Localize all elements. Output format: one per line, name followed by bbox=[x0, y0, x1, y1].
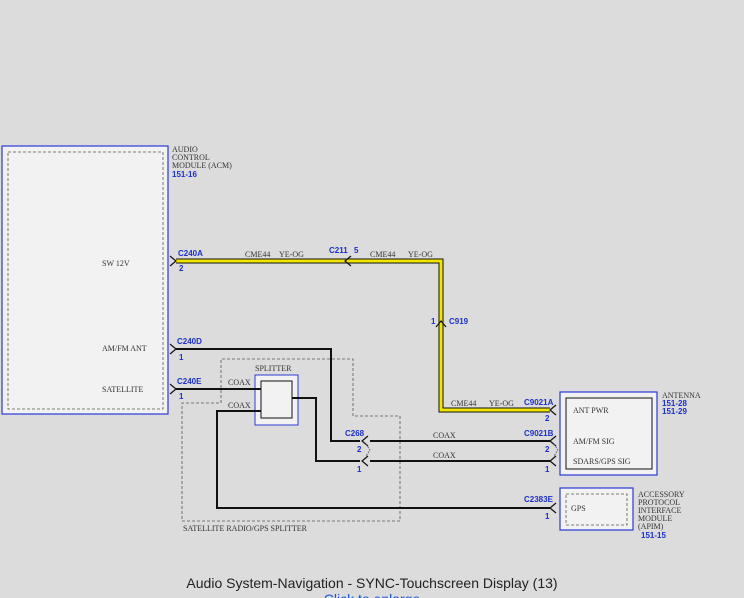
apim-name-line-5: (APIM) bbox=[638, 522, 664, 531]
c919-pin: 1 bbox=[431, 317, 436, 326]
c211-pin: 5 bbox=[354, 246, 359, 255]
wire-circuit-2: CME44 bbox=[370, 250, 395, 259]
apim-name-line-3: INTERFACE bbox=[638, 506, 682, 515]
splitter-coax-out: COAX bbox=[228, 401, 251, 410]
wire-color-2: YE-OG bbox=[408, 250, 433, 259]
connector-c240d[interactable]: C240D 1 bbox=[169, 337, 202, 362]
acm-name-line-3: MODULE (ACM) bbox=[172, 161, 232, 170]
antenna-module: ANTENNA 151-28 151-29 ANT PWR AM/FM SIG … bbox=[559, 391, 701, 476]
splitter-group: SATELLITE RADIO/GPS SPLITTER SPLITTER CO… bbox=[181, 358, 401, 533]
coax-label-1: COAX bbox=[433, 431, 456, 440]
splitter-coax-in: COAX bbox=[228, 378, 251, 387]
antenna-name: ANTENNA bbox=[662, 391, 701, 400]
c268-label: C268 bbox=[345, 429, 365, 438]
apim-name-line-1: ACCESSORY bbox=[638, 490, 685, 499]
c240e-pin: 1 bbox=[179, 392, 184, 401]
c240d-pin: 1 bbox=[179, 353, 184, 362]
acm-pin-sw12v: SW 12V bbox=[102, 259, 130, 268]
c211-label: C211 bbox=[329, 246, 348, 255]
c240d-label: C240D bbox=[177, 337, 202, 346]
c240a-pin: 2 bbox=[179, 264, 184, 273]
c268-pin-top: 2 bbox=[357, 445, 362, 454]
apim-module: GPS ACCESSORY PROTOCOL INTERFACE MODULE … bbox=[559, 487, 685, 540]
connector-c240e[interactable]: C240E 1 bbox=[169, 377, 202, 401]
wire-color-3: YE-OG bbox=[489, 399, 514, 408]
c268-pin-bottom: 1 bbox=[357, 465, 362, 474]
c9021a-label: C9021A bbox=[524, 398, 554, 407]
wiring-diagram: AUDIO CONTROL MODULE (ACM) 151-16 SW 12V… bbox=[1, 145, 701, 540]
splitter-group-label: SATELLITE RADIO/GPS SPLITTER bbox=[183, 524, 308, 533]
acm-pin-satellite: SATELLITE bbox=[102, 385, 143, 394]
wire-circuit-1: CME44 bbox=[245, 250, 270, 259]
c2383e-pin: 1 bbox=[545, 512, 550, 521]
connector-c9021b[interactable]: C9021B 2 1 bbox=[524, 429, 559, 474]
antenna-pin-sdars: SDARS/GPS SIG bbox=[573, 457, 631, 466]
acm-name-line-1: AUDIO bbox=[172, 145, 198, 154]
amfm-wire bbox=[176, 348, 360, 442]
splitter-name: SPLITTER bbox=[255, 364, 292, 373]
acm-pin-amfm: AM/FM ANT bbox=[102, 344, 147, 353]
c9021b-label: C9021B bbox=[524, 429, 554, 438]
antenna-pin-amfm: AM/FM SIG bbox=[573, 437, 615, 446]
connector-c240a[interactable]: C240A 2 bbox=[169, 249, 203, 273]
antenna-ref-2[interactable]: 151-29 bbox=[662, 407, 687, 416]
acm-name-line-2: CONTROL bbox=[172, 153, 210, 162]
sdars-wire bbox=[292, 397, 360, 462]
connector-c211[interactable]: C211 5 bbox=[329, 246, 359, 267]
enlarge-link[interactable]: Click to enlarge bbox=[0, 592, 744, 598]
c240a-label: C240A bbox=[178, 249, 203, 258]
antenna-ref-1[interactable]: 151-28 bbox=[662, 399, 687, 408]
acm-module: AUDIO CONTROL MODULE (ACM) 151-16 SW 12V… bbox=[1, 145, 232, 415]
apim-name-line-2: PROTOCOL bbox=[638, 498, 680, 507]
acm-ref[interactable]: 151-16 bbox=[172, 170, 197, 179]
c9021a-pin: 2 bbox=[545, 414, 550, 423]
connector-c2383e[interactable]: C2383E 1 bbox=[524, 495, 557, 521]
apim-pin-gps: GPS bbox=[571, 504, 586, 513]
c240e-label: C240E bbox=[177, 377, 202, 386]
apim-name-line-4: MODULE bbox=[638, 514, 672, 523]
gps-wire bbox=[216, 410, 550, 509]
connector-c268[interactable]: C268 2 1 bbox=[345, 429, 371, 474]
power-wire bbox=[176, 258, 550, 413]
connector-c919[interactable]: 1 C919 bbox=[431, 317, 469, 328]
wire-color-1: YE-OG bbox=[279, 250, 304, 259]
connector-c9021a[interactable]: C9021A 2 bbox=[524, 398, 557, 423]
coax-label-2: COAX bbox=[433, 451, 456, 460]
c919-label: C919 bbox=[449, 317, 469, 326]
antenna-pin-ant-pwr: ANT PWR bbox=[573, 406, 609, 415]
c9021b-pin-top: 2 bbox=[545, 445, 550, 454]
c9021b-pin-bottom: 1 bbox=[545, 465, 550, 474]
diagram-caption: Audio System-Navigation - SYNC-Touchscre… bbox=[186, 575, 558, 591]
apim-ref[interactable]: 151-15 bbox=[641, 531, 666, 540]
c2383e-label: C2383E bbox=[524, 495, 554, 504]
wire-circuit-3: CME44 bbox=[451, 399, 476, 408]
